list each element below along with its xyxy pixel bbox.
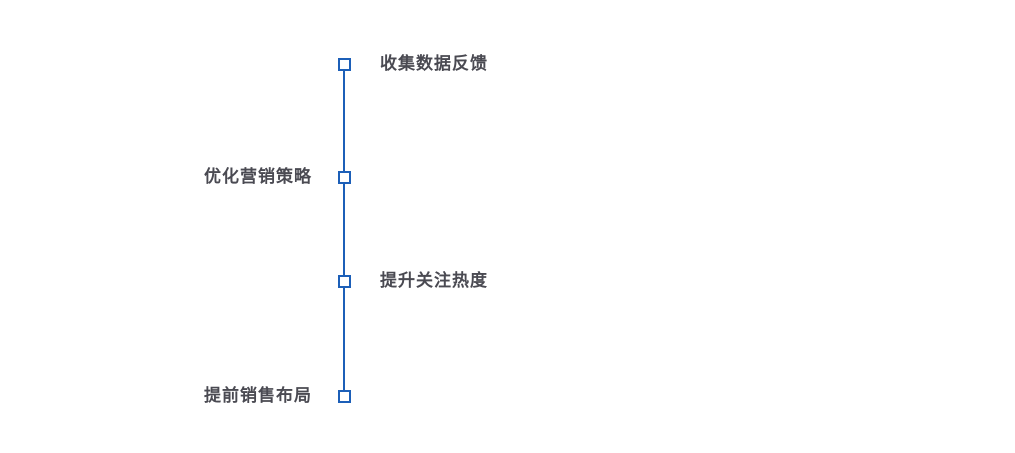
- timeline-axis-line: [343, 64, 345, 397]
- timeline-item-label: 优化营销策略: [204, 167, 312, 186]
- timeline-node-marker: [338, 171, 351, 184]
- timeline-item-label: 提前销售布局: [204, 386, 312, 405]
- timeline-node-marker: [338, 390, 351, 403]
- timeline-node-marker: [338, 58, 351, 71]
- timeline-item-label: 提升关注热度: [380, 271, 488, 290]
- timeline-item-label: 收集数据反馈: [380, 54, 488, 73]
- timeline-node-marker: [338, 275, 351, 288]
